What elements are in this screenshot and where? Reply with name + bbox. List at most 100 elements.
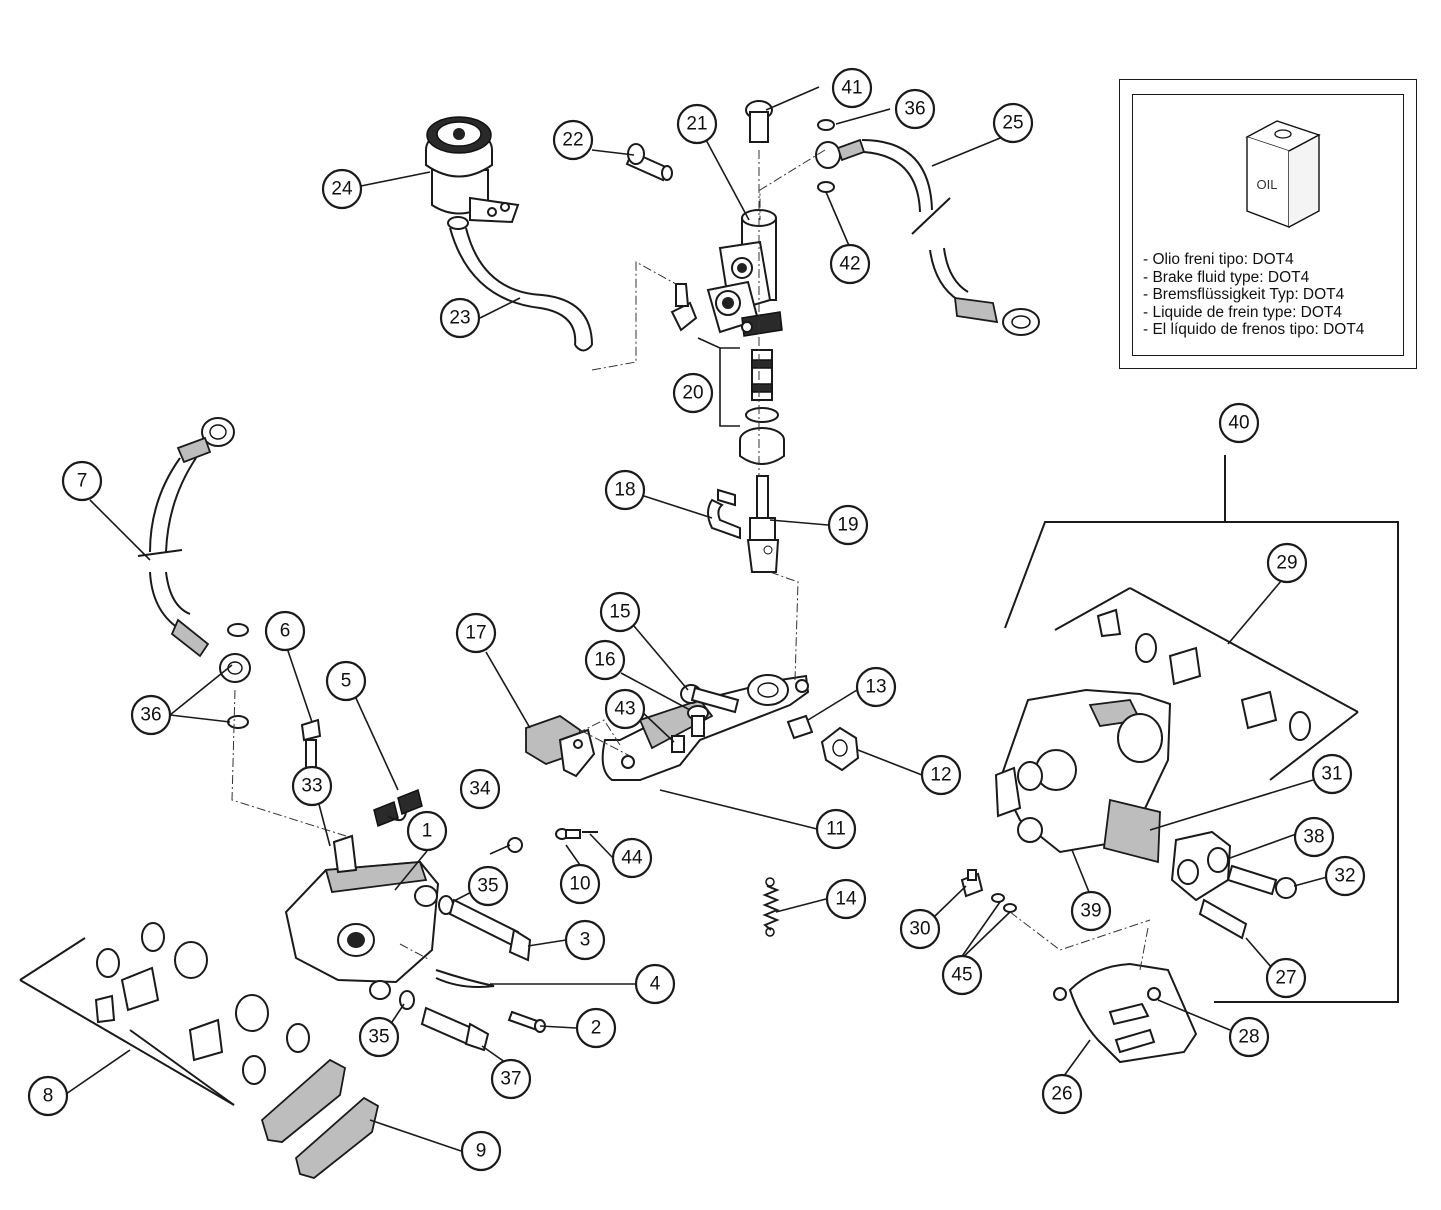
callout-label: 17: [465, 623, 486, 644]
pin-37-part: [420, 1006, 490, 1052]
callout-29: 29: [1266, 542, 1308, 584]
oil-can-label: OIL: [1257, 177, 1278, 192]
callout-10: 10: [559, 863, 601, 905]
brake-fluid-spec-de: - Bremsflüssigkeit Typ: DOT4: [1143, 286, 1345, 303]
callout-40: 40: [1218, 402, 1260, 444]
callout-label: 4: [650, 974, 661, 995]
callout-label: 45: [951, 965, 972, 986]
piston-assembly-part: [739, 349, 785, 465]
washer-45-b: [1003, 903, 1017, 913]
callout-label: 20: [682, 383, 703, 404]
callout-label: 7: [77, 471, 88, 492]
callout-label: 3: [580, 930, 591, 951]
bolt-16-part: [687, 705, 709, 737]
callout-45: 45: [941, 954, 983, 996]
rear-caliper-right-part: [994, 688, 1172, 864]
callout-38: 38: [1293, 816, 1335, 858]
callout-20: 20: [672, 372, 714, 414]
callout-label: 26: [1051, 1084, 1072, 1105]
callout-label: 25: [1002, 113, 1023, 134]
callout-label: 31: [1321, 764, 1342, 785]
callout-25: 25: [992, 102, 1034, 144]
callout-42: 42: [829, 243, 871, 285]
footpeg-part: [525, 714, 596, 778]
callout-label: 22: [562, 130, 583, 151]
callout-label: 8: [43, 1086, 54, 1107]
bolt-15-part: [680, 684, 740, 714]
center-lines: [231, 149, 1151, 971]
banjo-bolt-41-part: [745, 100, 773, 143]
brake-pads-part: [260, 1058, 380, 1179]
return-spring-part: [762, 877, 780, 937]
callout-4: 4: [634, 963, 676, 1005]
pin-10-part: [555, 828, 598, 840]
callout-21: 21: [676, 103, 718, 145]
callout-24: 24: [321, 168, 363, 210]
callout-6: 6: [264, 610, 306, 652]
callout-35-upper: 35: [467, 865, 509, 907]
callout-11: 11: [815, 808, 857, 850]
callout-label: 14: [835, 889, 857, 910]
callout-label: 42: [839, 254, 860, 275]
washer-top-42: [817, 181, 835, 193]
brake-fluid-info-panel: OIL - Olio freni tipo: DOT4 - Brake flui…: [1119, 79, 1417, 369]
callout-label: 33: [301, 776, 322, 797]
brake-fluid-spec-it: - Olio freni tipo: DOT4: [1143, 251, 1294, 268]
callout-label: 41: [841, 78, 862, 99]
callout-39: 39: [1070, 890, 1112, 932]
callout-5: 5: [325, 660, 367, 702]
callout-32: 32: [1324, 855, 1366, 897]
bushing-13-part: [786, 714, 814, 740]
callout-22: 22: [552, 119, 594, 161]
callout-label: 38: [1303, 827, 1324, 848]
callout-label: 28: [1238, 1027, 1259, 1048]
brake-fluid-spec-fr: - Liquide de frein type: DOT4: [1143, 303, 1343, 321]
clip-18-part: [707, 488, 741, 540]
brake-fluid-info-inner: OIL - Olio freni tipo: DOT4 - Brake flui…: [1132, 94, 1404, 356]
callout-28: 28: [1228, 1016, 1270, 1058]
callout-36-top: 36: [894, 88, 936, 130]
callout-34: 34: [459, 768, 501, 810]
callout-7: 7: [61, 460, 103, 502]
callout-2: 2: [575, 1007, 617, 1049]
callout-label: 5: [341, 671, 352, 692]
callout-label: 36: [140, 705, 161, 726]
callout-18: 18: [604, 469, 646, 511]
callout-31: 31: [1311, 753, 1353, 795]
brake-hose-25-part: [815, 138, 1040, 336]
pin-43-part: [671, 735, 685, 753]
callout-label: 40: [1228, 413, 1249, 434]
callout-label: 11: [826, 819, 846, 840]
rear-caliper-part: [284, 834, 440, 1000]
callout-13: 13: [855, 666, 897, 708]
bolt-22-part: [625, 143, 673, 182]
callout-27: 27: [1265, 957, 1307, 999]
brake-fluid-spec-list: - Olio freni tipo: DOT4 - Brake fluid ty…: [1143, 251, 1364, 339]
leader-lines: [65, 86, 1332, 1152]
callout-label: 23: [449, 308, 470, 329]
callout-14: 14: [825, 878, 867, 920]
callout-label: 29: [1276, 553, 1297, 574]
callout-label: 34: [469, 779, 491, 800]
callout-43: 43: [604, 688, 646, 730]
reservoir-part: [425, 116, 520, 224]
clip-4-part: [435, 969, 495, 988]
callout-label: 16: [594, 650, 615, 671]
screw-2-part: [507, 1010, 546, 1033]
callout-label: 19: [837, 515, 858, 536]
bleeder-30-part: [960, 869, 984, 898]
callout-19: 19: [827, 504, 869, 546]
kit-40-frame: [1214, 521, 1399, 1003]
brake-fluid-spec-es: - El líquido de frenos tipo: DOT4: [1143, 321, 1365, 338]
callout-label: 35: [368, 1027, 389, 1048]
oil-can-icon: OIL: [1245, 120, 1321, 229]
callout-label: 35: [477, 876, 498, 897]
push-rod-part: [746, 475, 780, 573]
callout-30: 30: [899, 908, 941, 950]
caliper-piston-38-part: [1170, 830, 1297, 940]
callout-label: 12: [930, 765, 951, 786]
callout-9: 9: [460, 1130, 502, 1172]
bushing-12-part: [820, 726, 860, 772]
